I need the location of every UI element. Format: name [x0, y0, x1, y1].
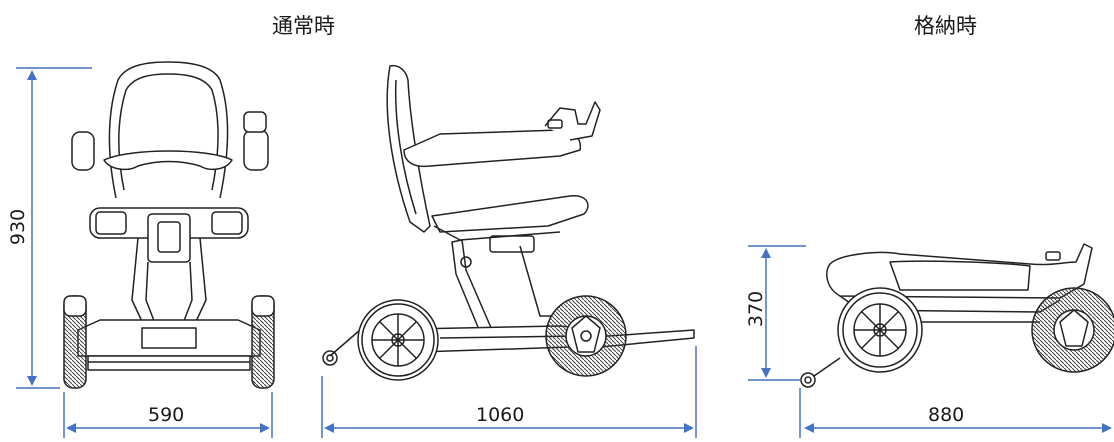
section-title-folded: 格納時 — [914, 14, 977, 38]
dimension-lines — [16, 67, 1112, 438]
section-title-normal: 通常時 — [272, 14, 335, 38]
folded-view-drawing — [800, 243, 1114, 388]
dimension-label-folded-height: 370 — [745, 290, 767, 328]
dimension-label-folded-length: 880 — [928, 404, 965, 426]
dimension-label-normal-length: 1060 — [476, 404, 525, 426]
side-view-drawing — [322, 64, 695, 381]
front-view-drawing — [63, 61, 275, 389]
dimension-label-normal-width: 590 — [148, 404, 185, 426]
dimension-label-normal-height: 930 — [7, 208, 29, 246]
